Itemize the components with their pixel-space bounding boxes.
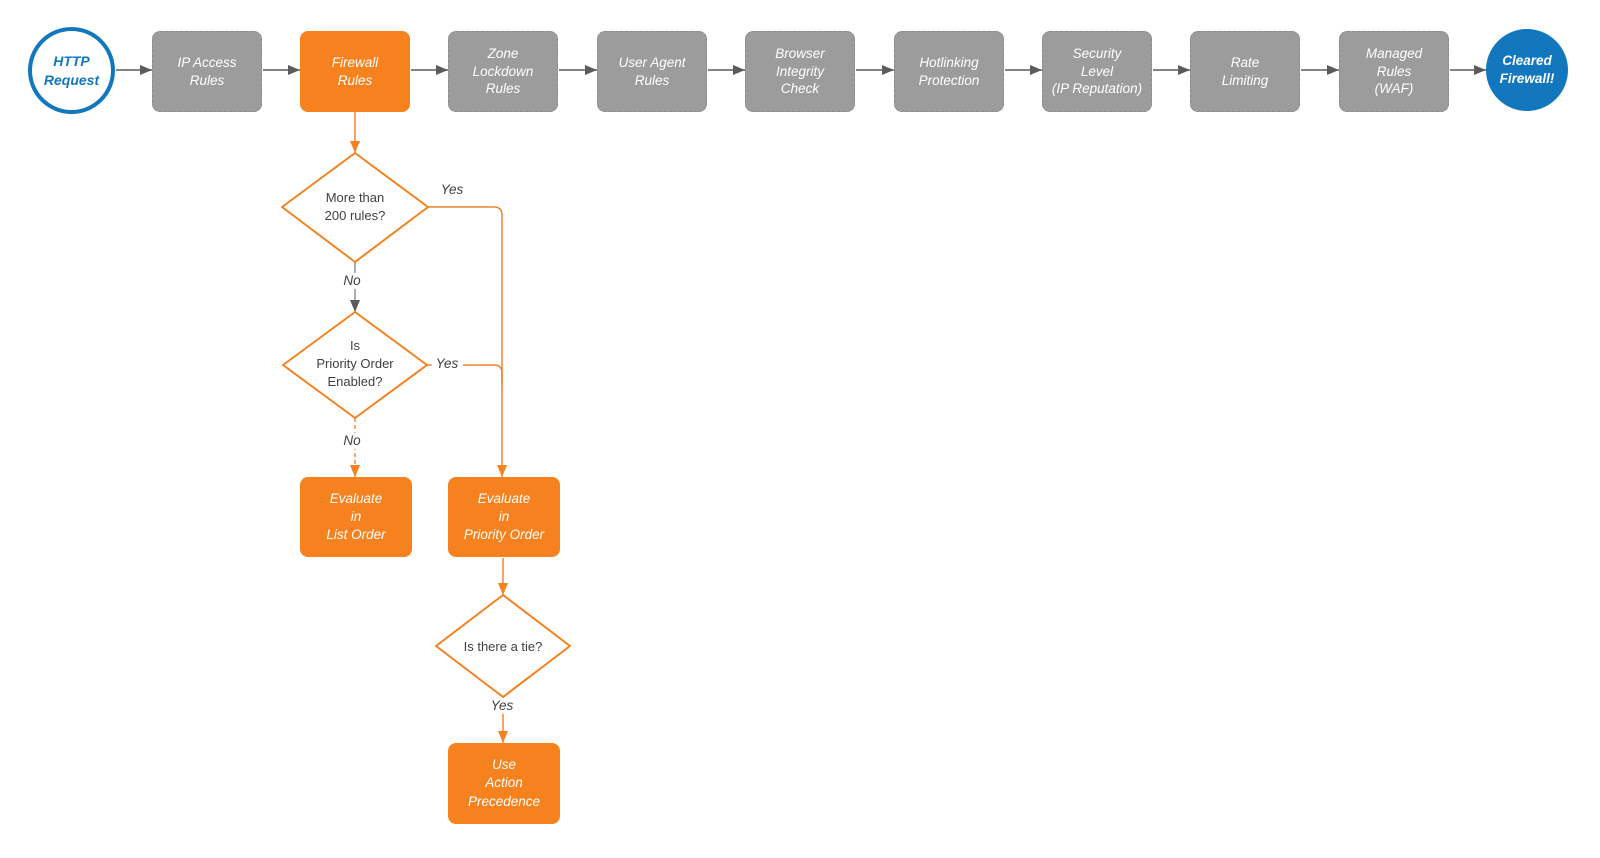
stage-label: Browser Integrity Check <box>775 45 825 97</box>
edge-label-d3-yes: Yes <box>486 697 518 715</box>
decision-label-priority-enabled: Is Priority Order Enabled? <box>316 338 394 389</box>
decision-label-more-than-200: More than 200 rules? <box>324 190 386 223</box>
edge-label-d2-yes: Yes <box>431 355 463 373</box>
decision-diamond-is-there-tie <box>435 594 571 698</box>
stage-rate-limiting: Rate Limiting <box>1190 31 1300 112</box>
stage-browser-integrity-check: Browser Integrity Check <box>745 31 855 112</box>
stage-user-agent-rules: User Agent Rules <box>597 31 707 112</box>
start-node-label: HTTP Request <box>43 53 100 88</box>
stage-label: User Agent Rules <box>618 54 686 88</box>
stage-label: Hotlinking Protection <box>918 54 980 88</box>
stage-label: Zone Lockdown Rules <box>472 45 534 97</box>
stage-label: Managed Rules (WAF) <box>1365 45 1423 97</box>
action-use-action-precedence: Use Action Precedence <box>448 743 560 824</box>
stage-label: IP Access Rules <box>177 54 237 88</box>
action-evaluate-list-order: Evaluate in List Order <box>300 477 412 557</box>
stage-firewall-rules: Firewall Rules <box>300 31 410 112</box>
stage-ip-access-rules: IP Access Rules <box>152 31 262 112</box>
stage-label: Firewall Rules <box>331 54 379 88</box>
action-label: Use Action Precedence <box>467 757 541 809</box>
edge-decision2-yes <box>427 364 503 385</box>
edge-label-d2-no: No <box>339 432 365 450</box>
edge-decision1-yes <box>428 206 507 477</box>
stage-label: Security Level (IP Reputation) <box>1051 45 1143 97</box>
decision-label-is-there-tie: Is there a tie? <box>463 639 543 654</box>
stage-zone-lockdown-rules: Zone Lockdown Rules <box>448 31 558 112</box>
end-node-cleared-firewall: Cleared Firewall! <box>1486 29 1568 111</box>
end-node-label: Cleared Firewall! <box>1499 53 1555 86</box>
decision-diamond-more-than-200 <box>281 152 429 263</box>
edge-label-d1-no: No <box>339 272 365 290</box>
stage-managed-rules-waf: Managed Rules (WAF) <box>1339 31 1449 112</box>
edge-label-d1-yes: Yes <box>436 181 468 199</box>
action-evaluate-priority-order: Evaluate in Priority Order <box>448 477 560 557</box>
stage-label: Rate Limiting <box>1221 54 1269 88</box>
action-label: Evaluate in List Order <box>326 490 386 543</box>
start-node-http-request: HTTP Request <box>28 27 115 114</box>
stage-hotlinking-protection: Hotlinking Protection <box>894 31 1004 112</box>
stage-security-level: Security Level (IP Reputation) <box>1042 31 1152 112</box>
decision-diamond-priority-enabled <box>282 311 428 419</box>
action-label: Evaluate in Priority Order <box>463 490 545 543</box>
